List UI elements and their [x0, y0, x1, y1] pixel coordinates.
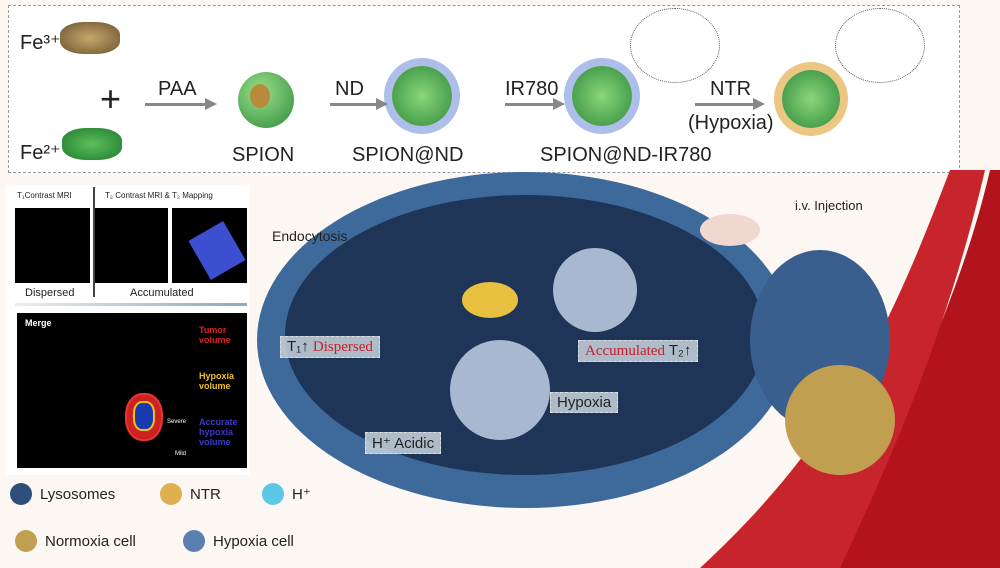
- ntr-label: NTR: [710, 78, 752, 100]
- normoxia-cell-icon: [15, 530, 37, 552]
- t2-mapping-image: [172, 208, 247, 283]
- mild-label: Mild: [175, 451, 187, 457]
- lysosome: [450, 340, 550, 440]
- hypoxia-text: Hypoxia: [557, 394, 612, 411]
- spion-nd-particle: [392, 66, 452, 126]
- paa-label: PAA: [158, 78, 197, 100]
- lysosome: [553, 248, 637, 332]
- injection-label: i.v. Injection: [795, 198, 863, 213]
- legend-text: Hypoxia cell: [213, 532, 294, 550]
- spion-nd-ir780-particle: [572, 66, 632, 126]
- acidic-text: Acidic: [394, 435, 435, 452]
- legend-normoxia: Normoxia cell: [15, 530, 136, 552]
- accurate-hypoxia-label: Accurate hypoxia volume: [199, 417, 238, 447]
- accumulated-tag: Accumulated: [585, 343, 665, 359]
- chemical-structure-inset: [630, 8, 720, 83]
- lysosome-icon: [10, 483, 32, 505]
- endocytosis-label: Endocytosis: [272, 228, 348, 244]
- t1-mri-image: [15, 208, 90, 283]
- cell-interior: [285, 195, 765, 475]
- arrow-icon: [695, 98, 765, 110]
- h-ion-icon: [262, 483, 284, 505]
- legend-ntr: NTR: [160, 483, 221, 505]
- legend-text: Normoxia cell: [45, 532, 136, 550]
- acidic-tag: H⁺ Acidic: [365, 432, 442, 454]
- hypoxia-volume-label: Hypoxia volume: [199, 371, 235, 391]
- arrow-icon: [330, 98, 388, 110]
- legend-hypoxia: Hypoxia cell: [183, 530, 294, 552]
- legend-lysosomes: Lysosomes: [10, 483, 115, 505]
- blood-vessel-wall: [700, 170, 985, 568]
- blood-vessel: [830, 170, 1000, 568]
- fe2-label: Fe²⁺: [20, 142, 61, 164]
- divider-arrow: [93, 187, 95, 297]
- dispersed-label: Dispersed: [25, 287, 75, 299]
- chemical-structure-inset: [835, 8, 925, 83]
- spion-nd-ir780-label: SPION@ND-IR780: [540, 144, 712, 166]
- fe2-particles: [62, 128, 122, 160]
- hypoxia-tag: Hypoxia: [550, 392, 619, 413]
- tumor-volume-label: Tumor volume: [199, 325, 231, 345]
- legend-text: H⁺: [292, 486, 311, 503]
- t1-increase: T₁↑: [287, 338, 309, 355]
- plus-sign: +: [100, 78, 122, 119]
- spion-sphere: [238, 72, 294, 128]
- t2-label: T₂ Contrast MRI & T₂ Mapping: [105, 191, 213, 200]
- progress-arrow: [15, 303, 247, 306]
- activated-particle: [782, 70, 840, 128]
- hypoxia-cell-icon: [183, 530, 205, 552]
- arrow-icon: [505, 98, 565, 110]
- severe-label: Severe: [167, 419, 187, 425]
- ntr-icon: [160, 483, 182, 505]
- nd-label: ND: [335, 78, 364, 100]
- legend-text: Lysosomes: [40, 485, 116, 503]
- dispersed-tag: Dispersed: [312, 339, 373, 355]
- legend-h: H⁺: [262, 483, 311, 505]
- merge-image: Merge Tumor volume Hypoxia volume Accura…: [17, 313, 247, 468]
- t2-increase: T₂↑: [668, 342, 692, 359]
- hypoxia-condition-label: (Hypoxia): [688, 112, 774, 134]
- arrow-icon: [145, 98, 217, 110]
- t2-mri-image: [93, 208, 168, 283]
- mri-panel: T₁Contrast MRI T₂ Contrast MRI & T₂ Mapp…: [5, 185, 250, 475]
- spion-label: SPION: [232, 144, 295, 166]
- fe3-label: Fe³⁺: [20, 32, 61, 54]
- normoxia-cell-cluster: [785, 365, 895, 475]
- legend-text: NTR: [190, 485, 221, 503]
- accumulated-label: Accumulated: [130, 287, 194, 299]
- merge-label: Merge: [25, 318, 52, 328]
- fe3-particles: [60, 22, 120, 54]
- endosome: [462, 282, 518, 318]
- t1-label: T₁Contrast MRI: [17, 191, 72, 200]
- h-ion: H⁺: [372, 435, 391, 452]
- ir780-label: IR780: [505, 78, 559, 100]
- spion-nd-label: SPION@ND: [352, 144, 464, 166]
- mouse-icon: [700, 214, 760, 246]
